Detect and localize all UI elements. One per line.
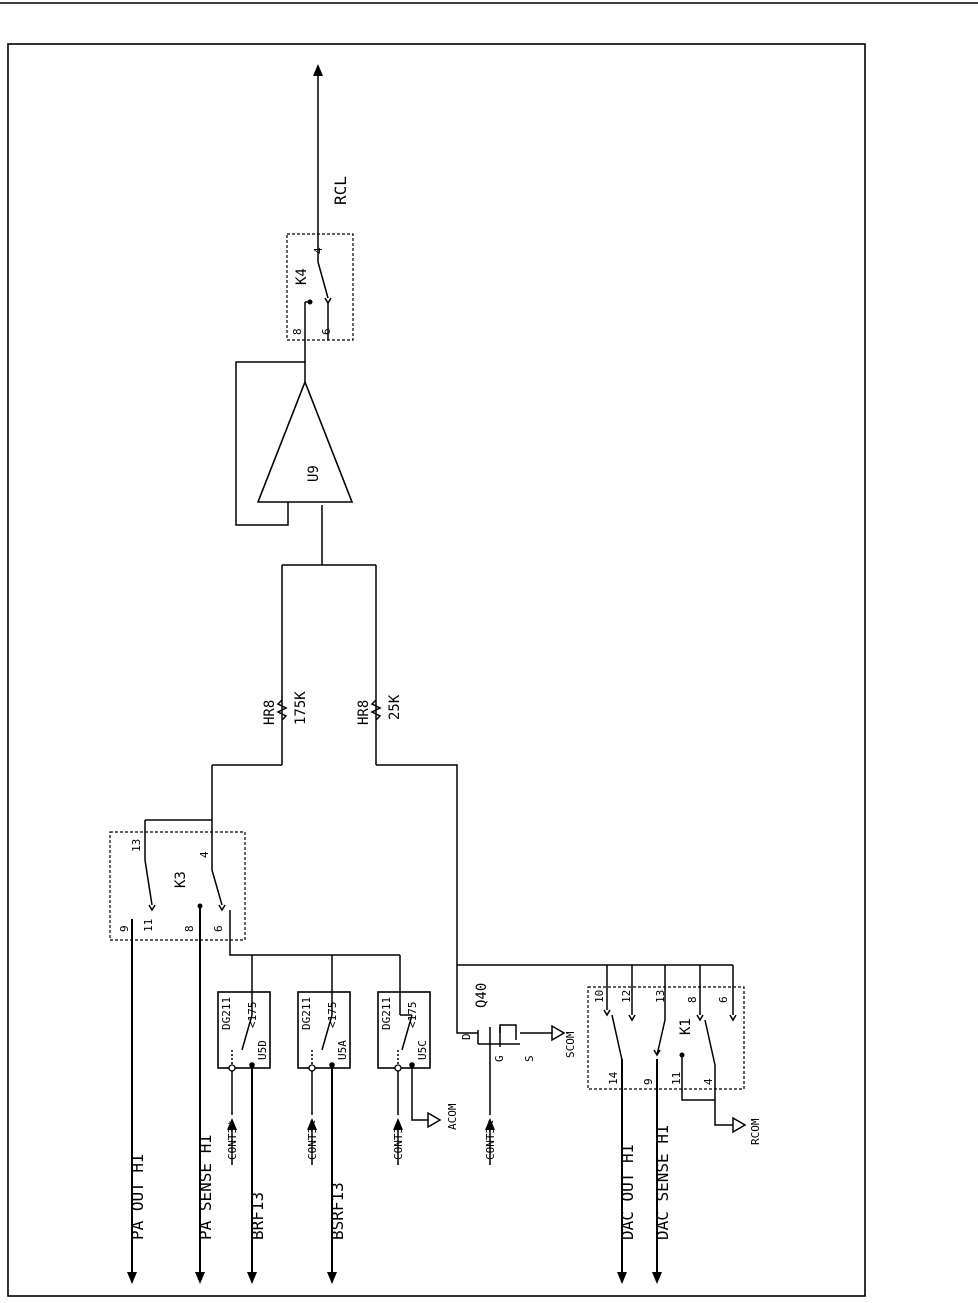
- k1-pin-14: 14: [607, 1071, 620, 1085]
- r1-value: 175K: [293, 691, 309, 725]
- u5d-value: <175: [246, 1002, 259, 1029]
- q40-pin-g: G: [493, 1055, 506, 1062]
- relay-k1: RCOM 14 10 12 9 13 11 8 4 6 K1: [457, 964, 762, 1145]
- k1-pin-9: 9: [642, 1078, 655, 1085]
- switch-u5d: DG211 <175 U5D CONT3*: [217, 955, 271, 1165]
- label-dac-sense-hi: DAC SENSE HI: [653, 1124, 672, 1240]
- switch-u5a: DG211 <175 U5A CONT3<: [297, 955, 351, 1165]
- u5c-control: CONT3>: [392, 1120, 405, 1160]
- arrow-icon: [652, 1272, 662, 1284]
- sheet-border: [7, 43, 866, 1297]
- u5c-part: DG211: [380, 997, 393, 1030]
- r2-ref: HR8: [356, 700, 372, 725]
- q40-label: Q40: [474, 983, 490, 1008]
- u5a-control: CONT3<: [306, 1120, 319, 1160]
- label-pa-out-hi: PA OUT HI: [128, 1153, 147, 1240]
- k1-pin-6: 6: [717, 996, 730, 1003]
- k1-pin-12: 12: [620, 990, 633, 1003]
- k4-label: K4: [294, 268, 310, 285]
- u5a-unit: U5A: [336, 1040, 349, 1060]
- k4-pin-4: 4: [312, 247, 325, 254]
- q40-control: CONT3<: [484, 1120, 497, 1160]
- u5d-part: DG211: [220, 997, 233, 1030]
- arrow-icon: [313, 64, 323, 76]
- u5c-value: <175: [406, 1002, 419, 1029]
- r2-value: 25K: [387, 694, 403, 720]
- k3-pin-8: 8: [183, 925, 196, 932]
- arrow-icon: [247, 1272, 257, 1284]
- k3-pin-4: 4: [198, 851, 211, 858]
- label-bsrf13: BSRF13: [328, 1182, 347, 1240]
- label-dac-out-hi: DAC OUT HI: [618, 1144, 637, 1240]
- label-brf13: BRF13: [248, 1192, 267, 1240]
- u5a-part: DG211: [300, 997, 313, 1030]
- q40-pin-s: S: [523, 1055, 536, 1062]
- u5c-unit: U5C: [416, 1040, 429, 1060]
- u5d-control: CONT3*: [226, 1120, 239, 1160]
- k3-pin-9: 9: [118, 925, 131, 932]
- k1-label: K1: [678, 1018, 694, 1035]
- dac-sense-hi-line: [652, 1059, 662, 1284]
- arrow-icon: [617, 1272, 627, 1284]
- arrow-icon: [195, 1272, 205, 1284]
- resistor-25k: HR8 25K: [356, 565, 458, 965]
- arrow-icon: [127, 1272, 137, 1284]
- acom-label: ACOM: [446, 1103, 459, 1130]
- relay-k4: 8 6 4 K4 RCL: [286, 64, 354, 342]
- pa-out-hi-line: [127, 933, 137, 1284]
- dac-out-hi-line: [617, 1059, 627, 1284]
- bsrf13-line: [327, 1067, 337, 1284]
- brf13-line: [247, 1067, 257, 1284]
- k1-pin-13: 13: [654, 990, 667, 1003]
- k1-pin-10: 10: [593, 990, 606, 1003]
- k3-label: K3: [173, 871, 189, 888]
- fet-q40: Q40 D G S SCOM CONT3<: [456, 965, 577, 1165]
- label-pa-sense-hi: PA SENSE HI: [196, 1134, 215, 1240]
- u5d-unit: U5D: [256, 1040, 269, 1060]
- q40-pin-d: D: [460, 1033, 473, 1040]
- resistor-175k: HR8 175K: [262, 565, 309, 765]
- pa-sense-hi-line: [195, 907, 205, 1284]
- r1-ref: HR8: [262, 700, 278, 725]
- scom-label: SCOM: [564, 1031, 577, 1058]
- k4-pin-6: 6: [320, 328, 333, 335]
- switch-u5c: DG211 <175 U5C CONT3> ACOM: [377, 955, 459, 1165]
- k3-pin-6: 6: [212, 925, 225, 932]
- label-rcl: RCL: [331, 176, 350, 205]
- k1-pin-8: 8: [686, 996, 699, 1003]
- relay-k3: 9 11 8 6 13 4 K3: [109, 764, 400, 956]
- k4-pin-8: 8: [291, 328, 304, 335]
- k3-pin-13: 13: [130, 839, 143, 852]
- k1-pin-4: 4: [702, 1078, 715, 1085]
- k3-pin-11: 11: [142, 919, 155, 932]
- amplifier-u9: U9: [235, 342, 354, 526]
- rcom-label: RCOM: [749, 1118, 762, 1145]
- k1-pin-11: 11: [670, 1072, 683, 1085]
- u5a-value: <175: [326, 1002, 339, 1029]
- arrow-icon: [327, 1272, 337, 1284]
- u9-label: U9: [306, 465, 322, 482]
